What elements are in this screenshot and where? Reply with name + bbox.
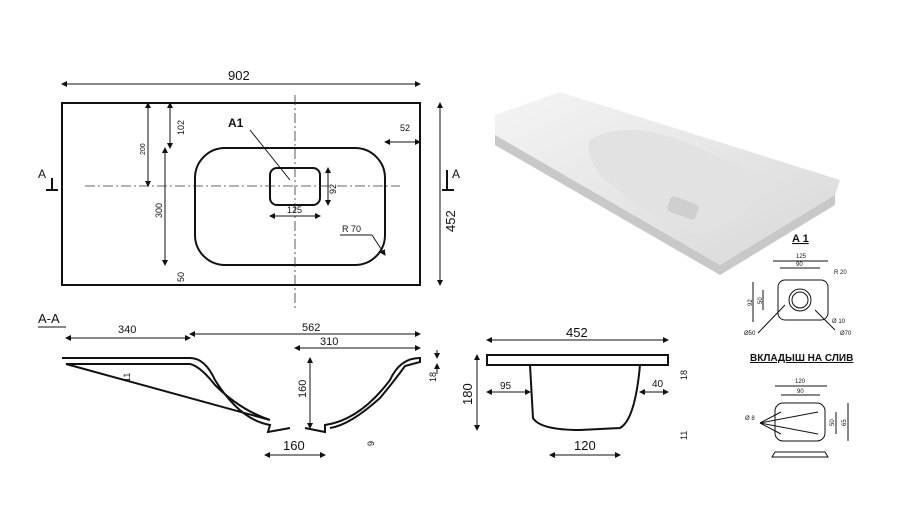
detail-a1-title: A 1 — [792, 233, 809, 245]
a1-radius: R 20 — [834, 270, 847, 276]
detail-a1-label: A1 — [228, 116, 244, 130]
dim-9: 9 — [366, 441, 376, 446]
a1-dim-92: 92 — [748, 299, 754, 306]
dim-102: 102 — [176, 120, 186, 135]
dim-120: 120 — [574, 438, 596, 453]
a1-diameter-50: Ø50 — [744, 331, 756, 337]
dim-11: 11 — [122, 373, 132, 382]
dim-11: 11 — [679, 431, 689, 440]
section-mark-left: A — [38, 167, 46, 181]
dim-180: 180 — [460, 383, 475, 405]
section-title: A-A — [38, 311, 60, 326]
dim-125: 125 — [287, 205, 302, 215]
insert-diameter-8: Ø 8 — [745, 416, 755, 422]
section-mark-right: A — [452, 167, 460, 181]
dim-40: 40 — [652, 379, 664, 390]
insert-dim-120: 120 — [795, 379, 806, 385]
drain-insert: ВКЛАДЫШ НА СЛИВ 120 90 Ø 8 50 65 — [745, 353, 853, 458]
insert-dim-50: 50 — [830, 419, 836, 426]
side-view: 452 180 95 40 18 11 120 — [460, 325, 689, 458]
dim-width: 902 — [228, 68, 250, 83]
a1-dim-90: 90 — [796, 262, 803, 268]
basin-outline — [194, 147, 386, 266]
a1-dim-125: 125 — [796, 254, 807, 260]
dim-160-horizontal: 160 — [283, 438, 305, 453]
insert-dim-65: 65 — [842, 419, 848, 426]
dim-452: 452 — [566, 325, 588, 340]
dim-160-vertical: 160 — [297, 380, 309, 398]
insert-dim-90: 90 — [797, 389, 804, 395]
dim-depth: 452 — [443, 210, 458, 232]
detail-a1: A 1 125 90 R 20 92 50 Ø50 Ø 10 Ø70 — [744, 233, 852, 337]
dim-200: 200 — [140, 143, 147, 155]
dim-310: 310 — [320, 336, 338, 348]
section-a-a: A-A 340 562 310 11 160 18 9 160 — [38, 311, 440, 458]
dim-50: 50 — [176, 272, 186, 282]
dim-562: 562 — [302, 322, 320, 334]
dim-95: 95 — [500, 381, 512, 392]
insert-title: ВКЛАДЫШ НА СЛИВ — [750, 353, 853, 364]
a1-dim-50: 50 — [758, 297, 764, 304]
countertop-outline — [61, 102, 421, 286]
dim-340: 340 — [118, 324, 136, 336]
a1-diameter-70: Ø70 — [840, 331, 852, 337]
a1-diameter-10: Ø 10 — [832, 319, 846, 325]
sink-photo — [495, 92, 840, 275]
dim-92: 92 — [328, 184, 338, 194]
dim-radius: R 70 — [342, 224, 361, 234]
dim-18: 18 — [679, 370, 689, 380]
dim-300: 300 — [154, 203, 164, 218]
dim-18: 18 — [428, 372, 438, 382]
top-view: 902 452 200 102 300 50 92 125 52 R 70 A1… — [38, 68, 460, 310]
dim-52: 52 — [400, 123, 410, 133]
